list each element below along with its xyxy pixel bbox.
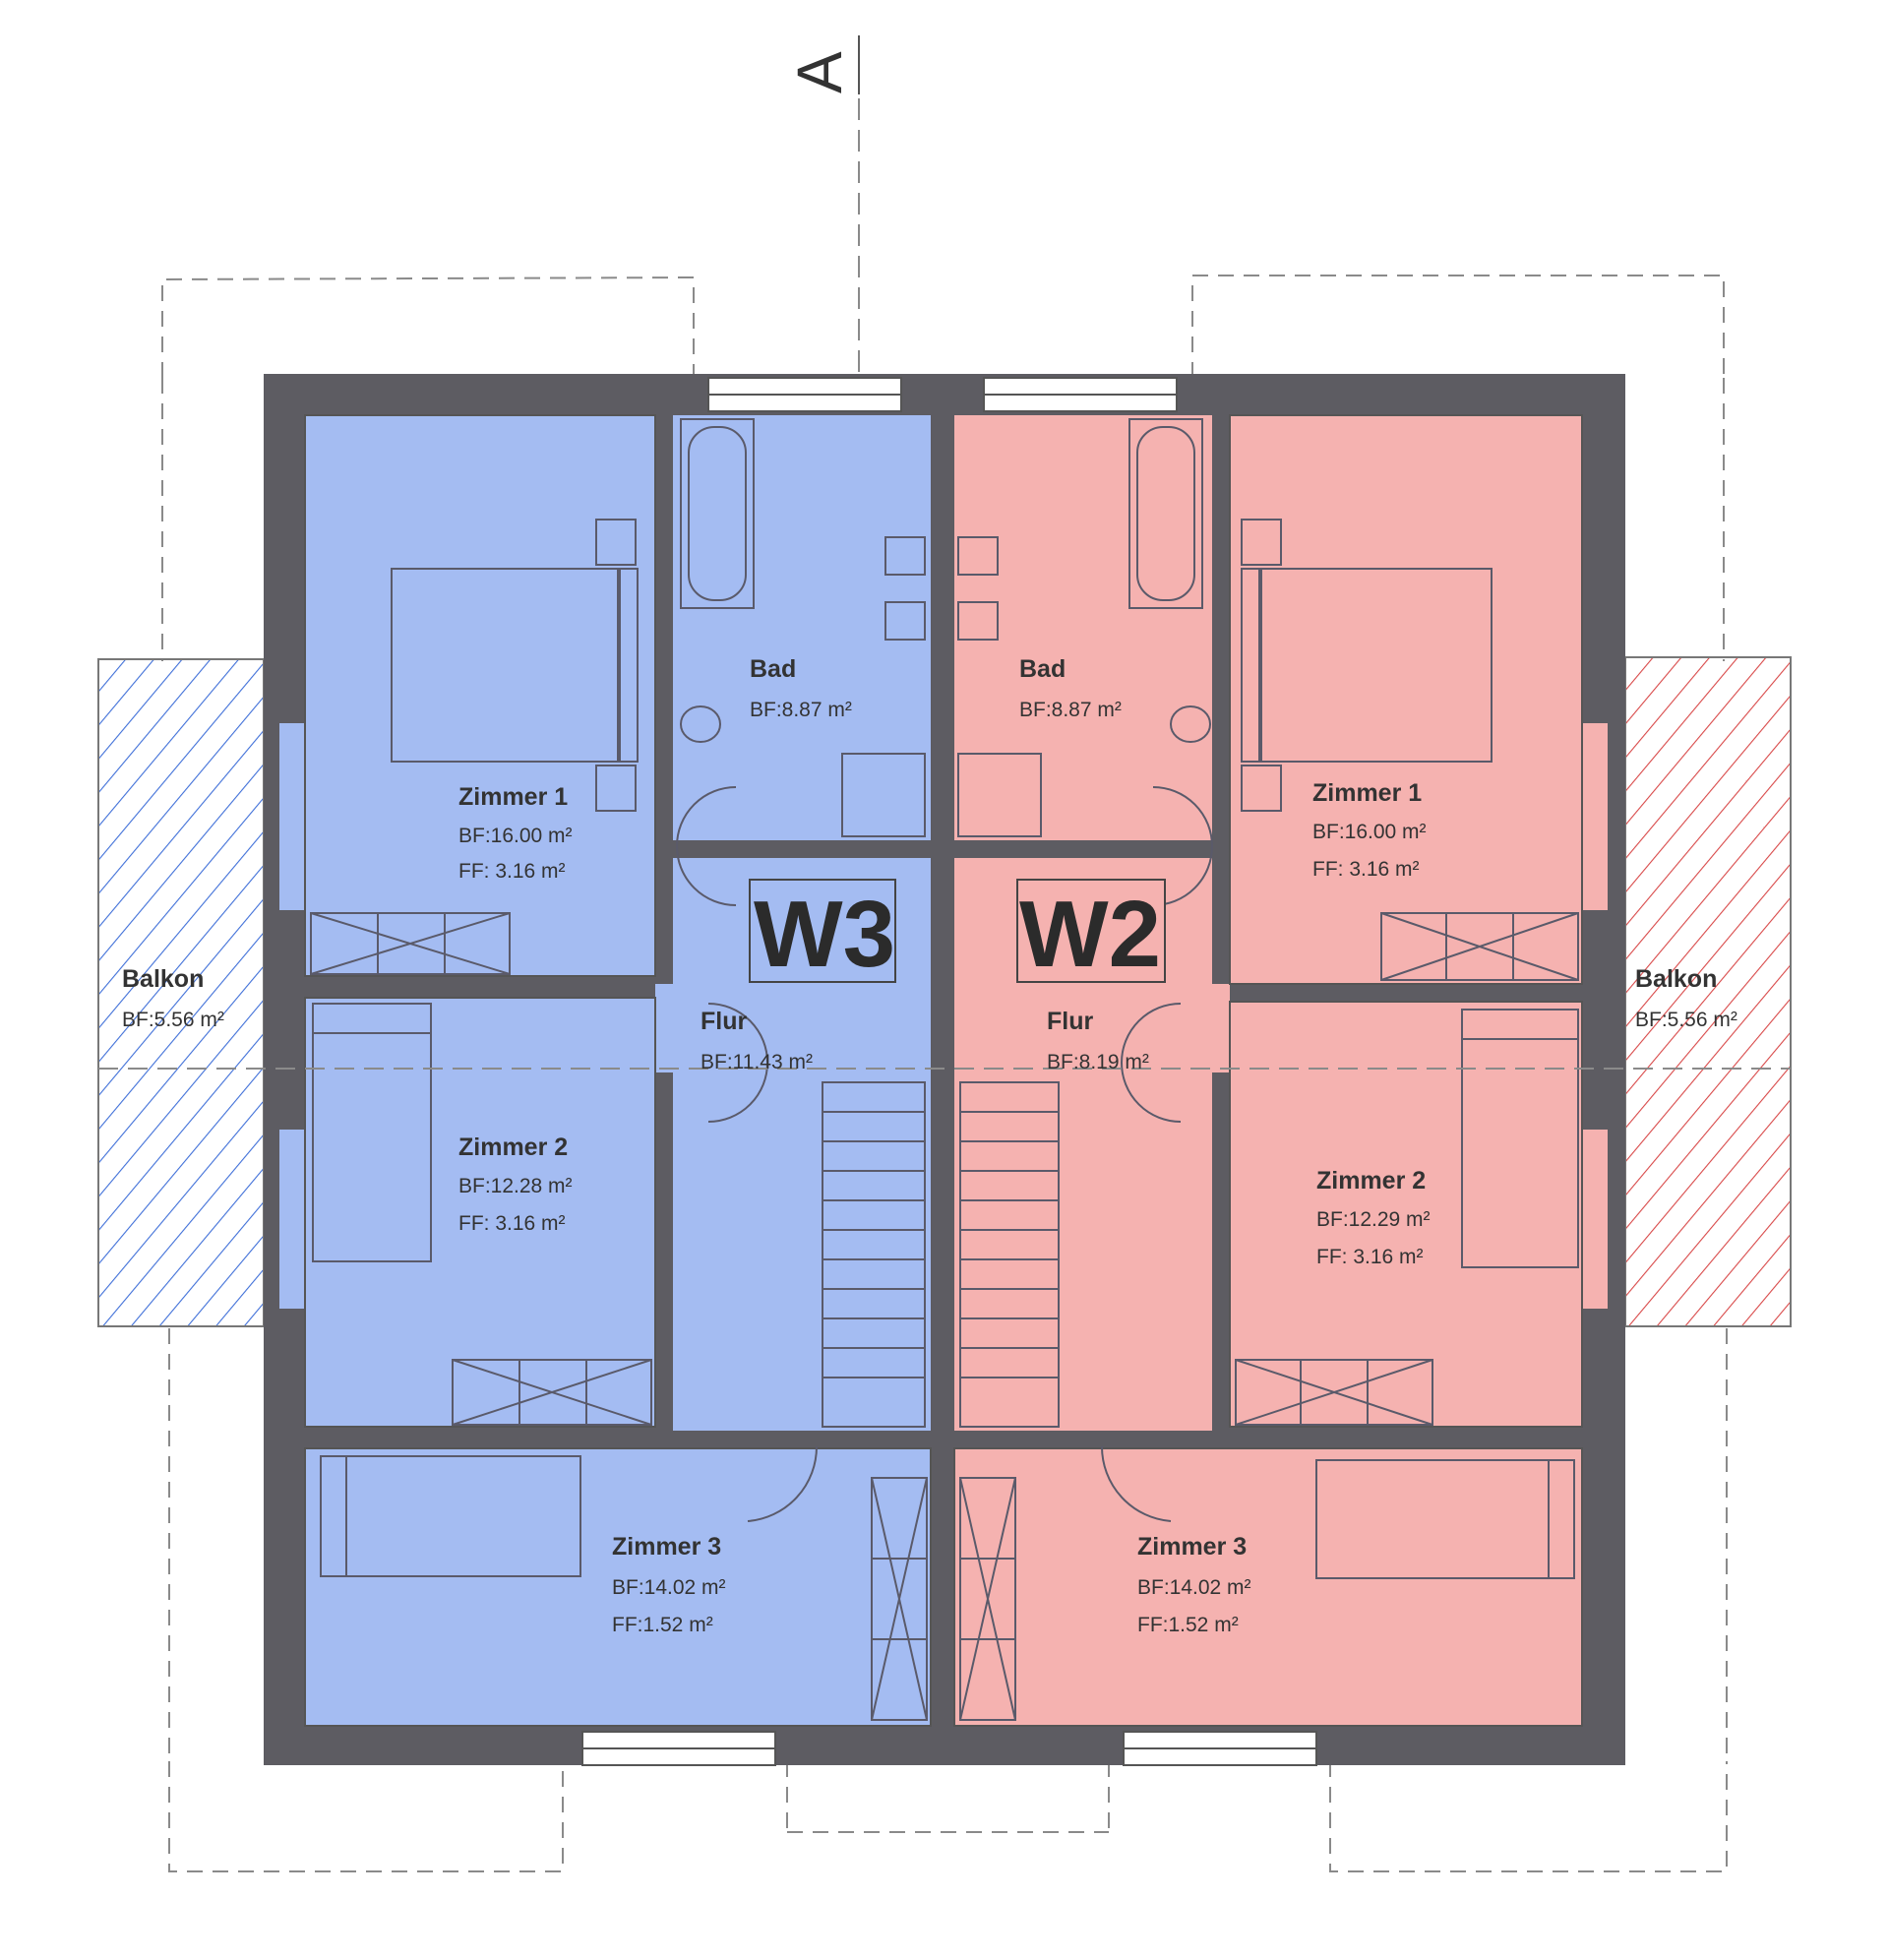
w2-bad-floor	[954, 415, 1212, 840]
furniture-w2	[957, 418, 1579, 1721]
room-area-ff: FF:1.52 m²	[1137, 1614, 1239, 1636]
room-name: Bad	[750, 655, 796, 683]
room-area-bf: BF:8.87 m²	[750, 699, 852, 721]
room-area-ff: FF: 3.16 m²	[458, 1212, 566, 1235]
room-w3-bad: Bad BF:8.87 m²	[750, 655, 852, 721]
w2-zimmer1-floor	[1230, 415, 1582, 984]
unit-w3	[279, 415, 931, 1726]
roof-outline	[161, 275, 1728, 1872]
room-area-ff: FF: 3.16 m²	[458, 860, 566, 883]
room-name: Zimmer 1	[1312, 779, 1422, 807]
room-area-bf: BF:16.00 m²	[1312, 821, 1427, 843]
room-w3-zimmer2: Zimmer 2 BF:12.28 m² FF: 3.16 m²	[458, 1133, 573, 1235]
balcony-w3: Balkon BF:5.56 m²	[97, 658, 265, 1327]
room-name: Bad	[1019, 655, 1066, 683]
room-name: Flur	[701, 1008, 747, 1035]
unit-label-w2: W2	[1016, 879, 1166, 987]
furniture-w3	[310, 418, 928, 1721]
room-w3-zimmer3: Zimmer 3 BF:14.02 m² FF:1.52 m²	[612, 1533, 726, 1636]
room-name: Zimmer 1	[458, 783, 568, 811]
interior-lines	[304, 414, 1583, 1727]
room-area-bf: BF:14.02 m²	[1137, 1576, 1251, 1599]
room-name: Zimmer 2	[1316, 1167, 1426, 1194]
room-w3-zimmer1: Zimmer 1 BF:16.00 m² FF: 3.16 m²	[458, 783, 573, 883]
room-area-bf: BF:14.02 m²	[612, 1576, 726, 1599]
w3-zimmer1-floor	[305, 415, 655, 976]
room-w2-bad: Bad BF:8.87 m²	[1019, 655, 1122, 721]
balkon-w2-name: Balkon	[1635, 965, 1717, 993]
unit-label-w3: W3	[749, 879, 896, 987]
unit-label-w3-text: W3	[754, 882, 895, 987]
balkon-w3-area: BF:5.56 m²	[122, 1009, 224, 1031]
w2-zimmer2-floor	[1230, 1002, 1582, 1427]
windows	[581, 377, 1317, 1766]
room-name: Zimmer 2	[458, 1133, 568, 1161]
w2-zimmer3-floor	[954, 1448, 1582, 1726]
room-name: Zimmer 3	[612, 1533, 721, 1561]
room-w2-zimmer3: Zimmer 3 BF:14.02 m² FF:1.52 m²	[1137, 1533, 1251, 1636]
balcony-w2: Balkon BF:5.56 m²	[1624, 656, 1792, 1327]
balkon-w3-name: Balkon	[122, 965, 204, 993]
room-area-bf: BF:12.29 m²	[1316, 1208, 1431, 1231]
w3-zimmer3-floor	[305, 1448, 931, 1726]
section-label: A	[784, 51, 855, 93]
w3-bad-floor	[673, 415, 931, 840]
balkon-w2-area: BF:5.56 m²	[1635, 1009, 1737, 1031]
unit-label-w2-text: W2	[1019, 882, 1161, 987]
room-area-bf: BF:8.87 m²	[1019, 699, 1122, 721]
room-w2-flur: Flur BF:8.19 m²	[1047, 1008, 1149, 1073]
room-w2-zimmer1: Zimmer 1 BF:16.00 m² FF: 3.16 m²	[1312, 779, 1427, 881]
room-area-ff: FF: 3.16 m²	[1312, 858, 1420, 881]
room-area-bf: BF:12.28 m²	[458, 1175, 573, 1197]
room-name: Flur	[1047, 1008, 1093, 1035]
room-name: Zimmer 3	[1137, 1533, 1247, 1561]
w3-zimmer2-floor	[305, 998, 655, 1427]
room-area-ff: FF: 3.16 m²	[1316, 1246, 1424, 1268]
room-area-bf: BF:11.43 m²	[701, 1051, 813, 1073]
room-w3-flur: Flur BF:11.43 m²	[701, 1008, 813, 1073]
room-area-bf: BF:16.00 m²	[458, 825, 573, 847]
room-area-bf: BF:8.19 m²	[1047, 1051, 1149, 1073]
room-w2-zimmer2: Zimmer 2 BF:12.29 m² FF: 3.16 m²	[1316, 1167, 1431, 1268]
room-area-ff: FF:1.52 m²	[612, 1614, 713, 1636]
